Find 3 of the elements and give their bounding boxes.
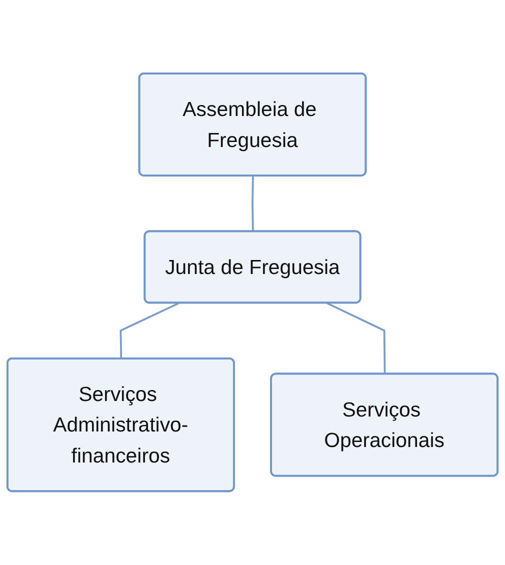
connector (252, 176, 254, 232)
connector (120, 302, 180, 360)
connector (326, 302, 386, 374)
